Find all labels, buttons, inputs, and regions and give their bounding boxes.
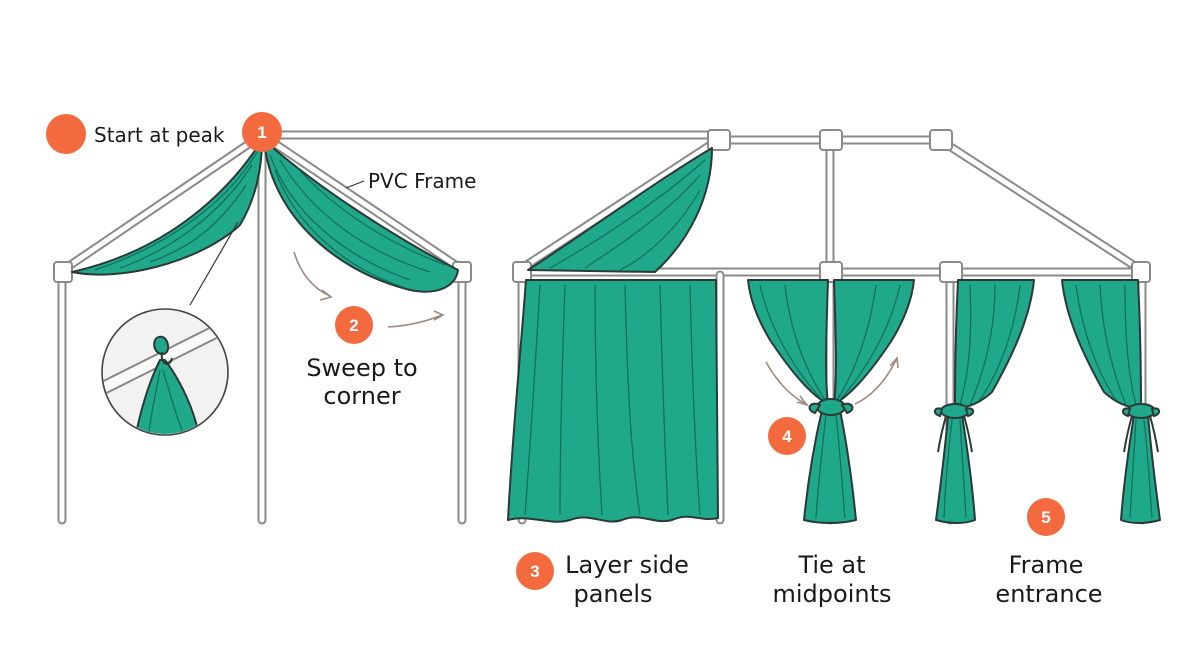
- step-3-badge: 3: [516, 552, 554, 590]
- step-4-number: 4: [782, 427, 792, 446]
- legend-label: Start at peak: [94, 123, 225, 147]
- tie-arrows: [765, 356, 899, 407]
- pvc-frame-label: PVC Frame: [368, 169, 476, 193]
- sweep-arrows: [293, 251, 445, 328]
- step-2-label-line2: corner: [323, 382, 400, 410]
- step-3-label-line2: panels: [573, 580, 652, 608]
- step-4-badge: 4: [768, 417, 806, 455]
- step-4-label-line1: Tie at: [797, 551, 865, 579]
- step-1-number: 1: [257, 123, 266, 142]
- step-5-number: 5: [1041, 508, 1050, 527]
- legend-dot: [46, 114, 86, 154]
- tied-curtain-fabric: [747, 279, 915, 524]
- step-2-badge: 2: [335, 306, 373, 344]
- left-swag-fabric: [71, 139, 263, 276]
- step-2-number: 2: [349, 316, 358, 335]
- step-5-label-line1: Frame: [1009, 551, 1084, 579]
- step-2-label-line1: Sweep to: [306, 354, 417, 382]
- frame-callout: PVC Frame: [345, 169, 476, 193]
- legend: Start at peak: [46, 114, 225, 154]
- side-panel-fabric: [507, 279, 719, 523]
- step-3-number: 3: [530, 562, 539, 581]
- zoom-detail: [101, 221, 239, 436]
- step-5-badge: 5: [1027, 498, 1065, 536]
- right-roof-swag: [527, 147, 713, 273]
- step-4-label-line2: midpoints: [773, 580, 892, 608]
- step-3-label-line1: Layer side: [565, 551, 689, 579]
- entrance-curtain-right: [1061, 279, 1161, 524]
- left-pvc-frame: [53, 130, 723, 525]
- step-1-badge: 1: [242, 112, 282, 152]
- entrance-curtain-left: [934, 279, 1035, 524]
- step-5-label-line2: entrance: [995, 580, 1102, 608]
- sweep-swag-fabric: [263, 139, 459, 293]
